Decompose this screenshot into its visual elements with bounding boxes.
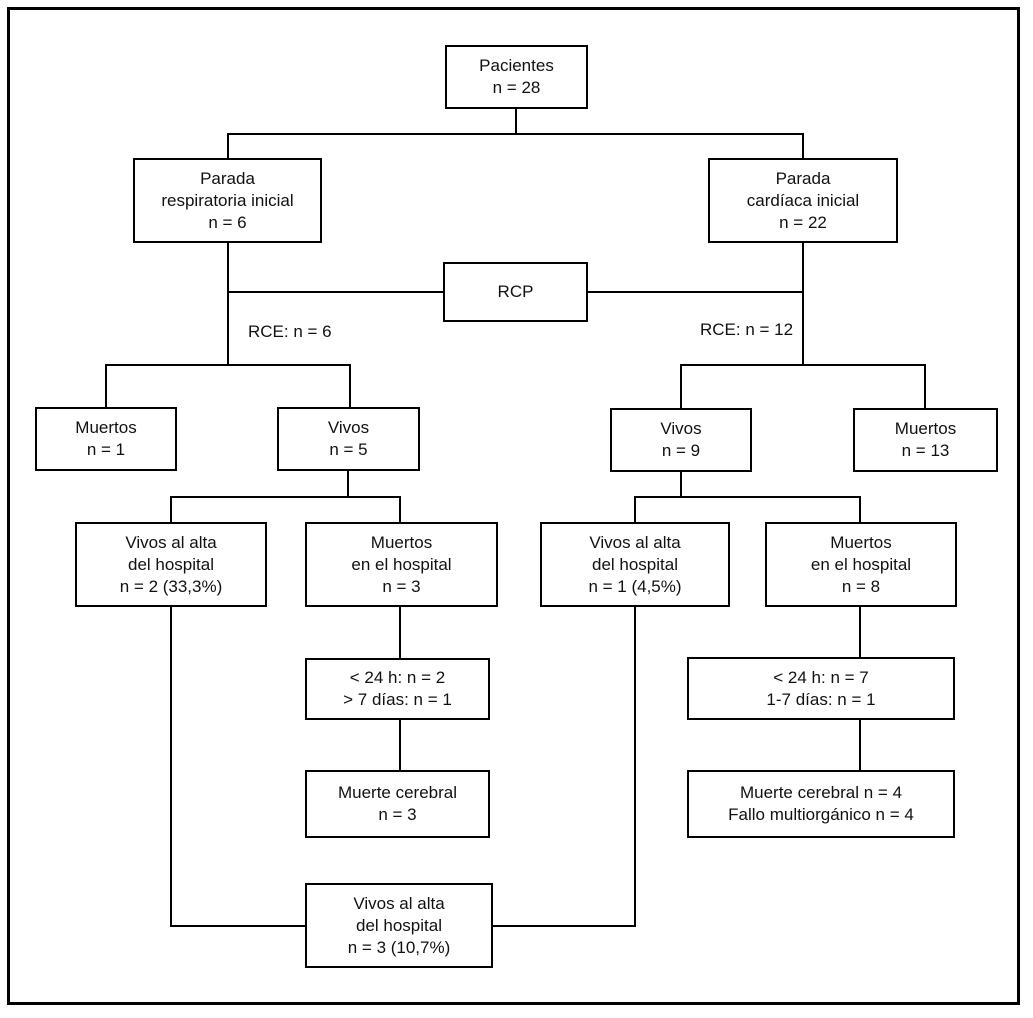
node-muertos-n1: Muertos n = 1 xyxy=(35,407,177,471)
edge-label-rce-right: RCE: n = 12 xyxy=(700,319,794,341)
connector-line xyxy=(802,134,804,158)
node-muertos-hospital-n3: Muertos en el hospital n = 3 xyxy=(305,522,498,607)
node-tiempo-muerte-derecha: < 24 h: n = 7 1-7 días: n = 1 xyxy=(687,657,955,720)
node-vivos-alta-n2: Vivos al alta del hospital n = 2 (33,3%) xyxy=(75,522,267,607)
node-vivos-alta-n1: Vivos al alta del hospital n = 1 (4,5%) xyxy=(540,522,730,607)
connector-line xyxy=(859,497,861,522)
connector-line xyxy=(680,365,682,408)
connector-line xyxy=(228,291,443,293)
connector-line xyxy=(170,496,401,498)
connector-line xyxy=(105,364,351,366)
connector-line xyxy=(680,364,926,366)
connector-line xyxy=(859,720,861,770)
connector-line xyxy=(680,472,682,497)
connector-line xyxy=(349,365,351,407)
node-tiempo-muerte-izquierda: < 24 h: n = 2 > 7 días: n = 1 xyxy=(305,658,490,720)
connector-line xyxy=(105,365,107,407)
connector-line xyxy=(515,109,517,135)
connector-line xyxy=(227,133,804,135)
connector-line xyxy=(170,925,305,927)
node-pacientes: Pacientes n = 28 xyxy=(445,45,588,109)
node-muertos-hospital-n8: Muertos en el hospital n = 8 xyxy=(765,522,957,607)
node-parada-cardiaca-inicial: Parada cardíaca inicial n = 22 xyxy=(708,158,898,243)
node-vivos-n9: Vivos n = 9 xyxy=(610,408,752,472)
connector-line xyxy=(493,925,635,927)
connector-line xyxy=(634,496,861,498)
connector-line xyxy=(634,497,636,522)
connector-line xyxy=(170,497,172,522)
node-parada-respiratoria-inicial: Parada respiratoria inicial n = 6 xyxy=(133,158,322,243)
node-muerte-cerebral-n3: Muerte cerebral n = 3 xyxy=(305,770,490,838)
connector-line xyxy=(802,243,804,365)
connector-line xyxy=(399,607,401,658)
edge-label-rce-left: RCE: n = 6 xyxy=(248,321,332,343)
connector-line xyxy=(399,720,401,770)
node-muerte-cerebral-fallo-n4: Muerte cerebral n = 4 Fallo multiorgánic… xyxy=(687,770,955,838)
connector-line xyxy=(859,607,861,657)
connector-line xyxy=(227,243,229,365)
node-rcp: RCP xyxy=(443,262,588,322)
connector-line xyxy=(170,607,172,927)
connector-line xyxy=(399,497,401,522)
connector-line xyxy=(634,607,636,927)
connector-line xyxy=(924,365,926,408)
node-vivos-n5: Vivos n = 5 xyxy=(277,407,420,471)
node-vivos-alta-n3-total: Vivos al alta del hospital n = 3 (10,7%) xyxy=(305,883,493,968)
node-muertos-n13: Muertos n = 13 xyxy=(853,408,998,472)
connector-line xyxy=(347,471,349,497)
connector-line xyxy=(227,134,229,158)
connector-line xyxy=(588,291,803,293)
